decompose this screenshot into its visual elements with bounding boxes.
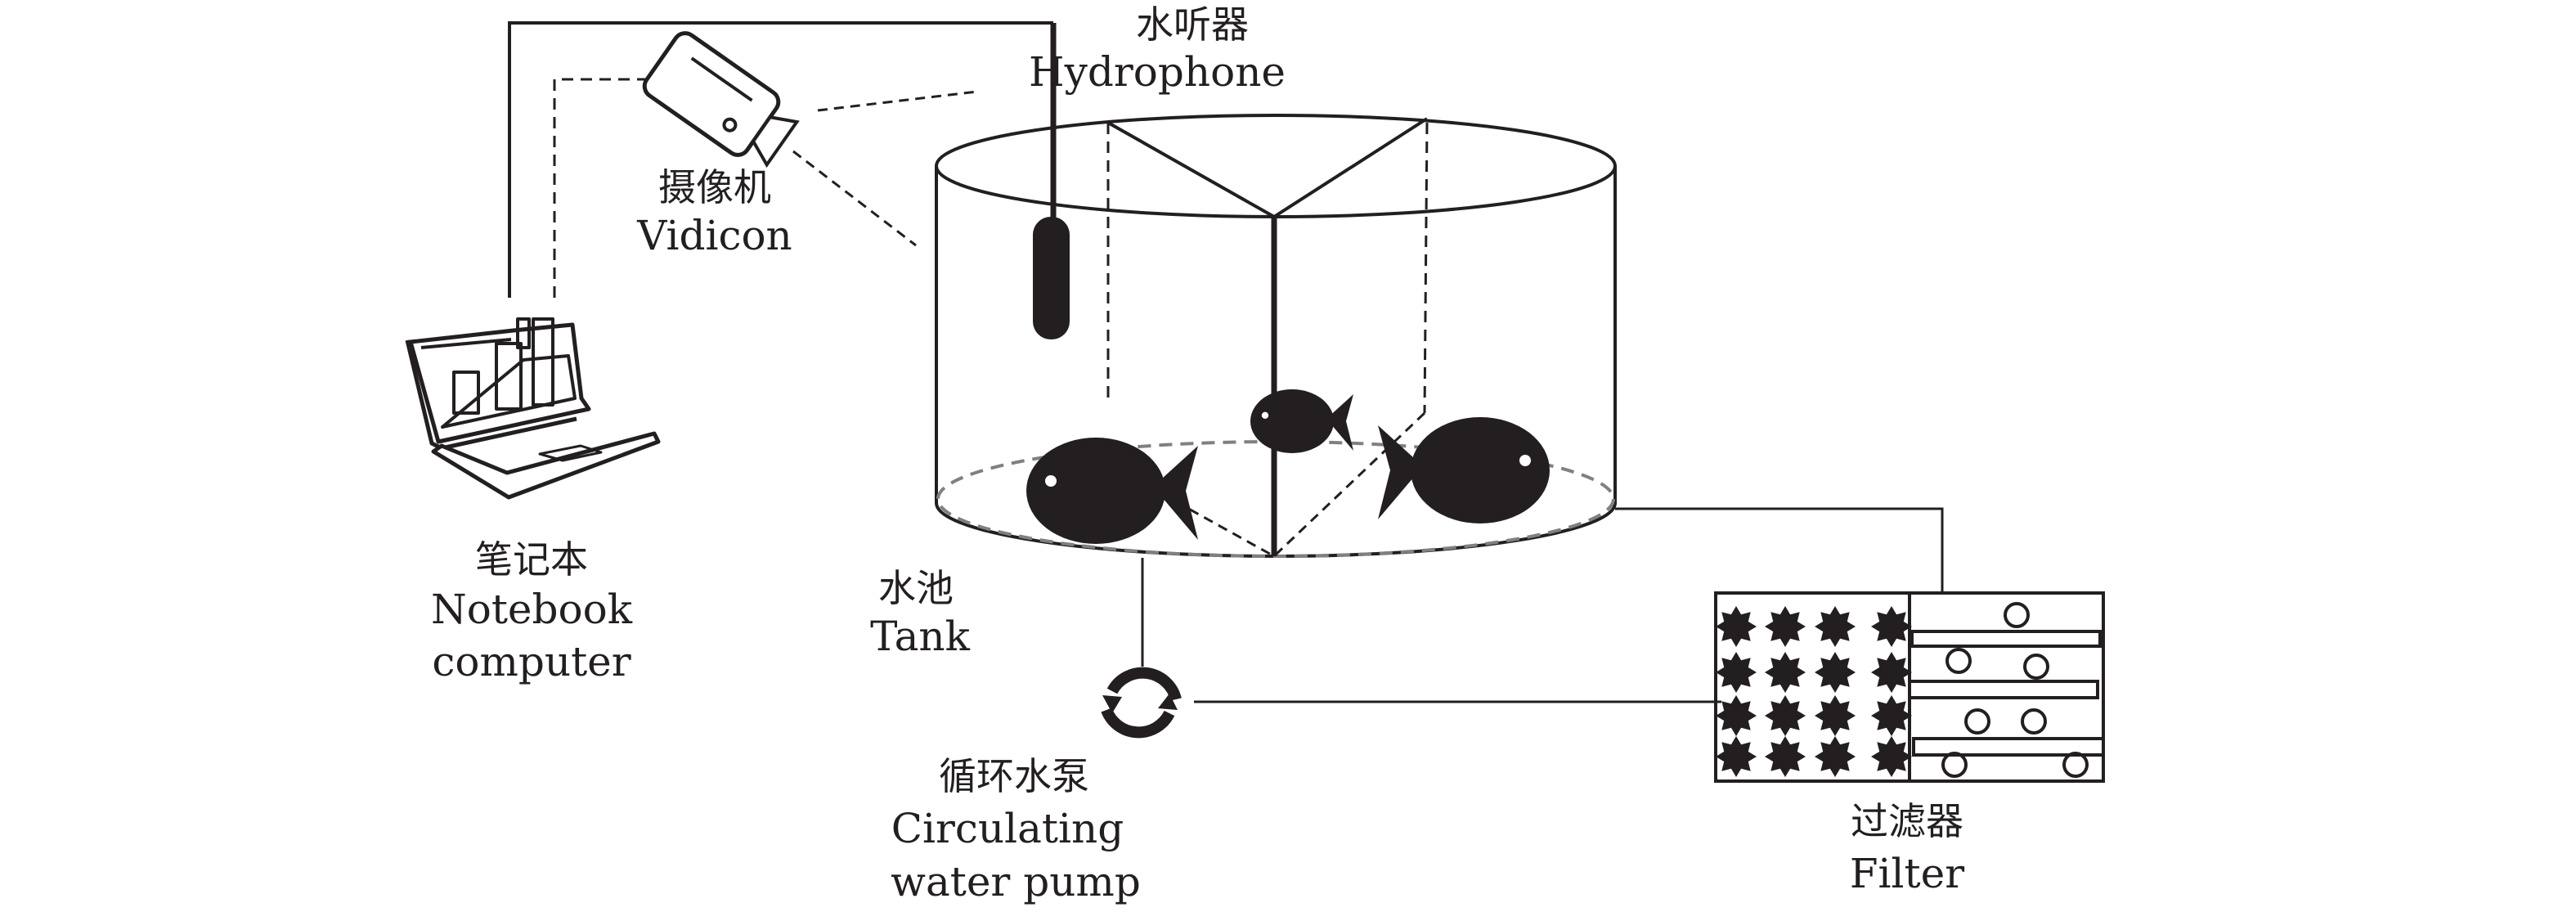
- camera-icon: [642, 31, 800, 168]
- filter-media-star-icon: [1765, 695, 1806, 736]
- vidicon-label-en: Vidicon: [636, 212, 792, 259]
- filter-media-star-icon: [1716, 606, 1757, 647]
- filter-icon[interactable]: [1714, 591, 2105, 783]
- tank-label-zh: 水池: [878, 566, 954, 610]
- filter-media-star-icon: [1765, 652, 1806, 693]
- filter-label-zh: 过滤器: [1851, 799, 1963, 843]
- fish-group: [1026, 389, 1550, 544]
- tank-to-filter-pipe: [1615, 507, 1944, 593]
- filter-media-star-icon: [1871, 695, 1912, 736]
- filter-media-star-icon: [1716, 695, 1757, 736]
- vidicon-label-zh: 摄像机: [658, 165, 771, 209]
- filter-media-star-icon: [1765, 606, 1806, 647]
- hydrophone-label-en: Hydrophone: [1029, 48, 1286, 96]
- notebook-label-en-2: computer: [432, 638, 631, 685]
- filter-label-en: Filter: [1850, 850, 1964, 897]
- filter-media-star-icon: [1871, 606, 1912, 647]
- filter-media-star-icon: [1716, 652, 1757, 693]
- hydrophone-label-zh: 水听器: [1136, 2, 1249, 47]
- circulation-arrows-icon[interactable]: [1101, 667, 1182, 739]
- camera-view-line-bottom: [792, 150, 917, 247]
- filter-media-star-icon: [1815, 606, 1856, 647]
- filter-media-star-icon: [1765, 736, 1806, 777]
- pump-label-en-2: water pump: [891, 858, 1141, 905]
- filter-media-star-icon: [1815, 652, 1856, 693]
- camera-view-line-top: [817, 90, 978, 112]
- filter-media-star-icon: [1716, 736, 1757, 777]
- filter-media-star-icon: [1815, 736, 1856, 777]
- fish-icon: [1378, 417, 1550, 523]
- hydrophone-cable: [508, 21, 1053, 298]
- filter-media-star-icon: [1871, 736, 1912, 777]
- filter-media-star-icon: [1871, 652, 1912, 693]
- fish-icon: [1250, 389, 1353, 453]
- connections: [508, 21, 1944, 703]
- camera-cable: [553, 78, 658, 298]
- filter-media-star-icon: [1815, 695, 1856, 736]
- hydrophone-icon: [1033, 217, 1070, 339]
- fish-icon: [1026, 438, 1198, 544]
- notebook-label-zh: 笔记本: [475, 537, 588, 582]
- tank-top-rim: [935, 114, 1617, 218]
- pump-label-zh: 循环水泵: [939, 754, 1089, 798]
- pump-label-en-1: Circulating: [891, 805, 1124, 852]
- laptop-icon: [405, 317, 661, 500]
- notebook-label-en-1: Notebook: [431, 586, 633, 633]
- tank-label-en: Tank: [870, 613, 970, 660]
